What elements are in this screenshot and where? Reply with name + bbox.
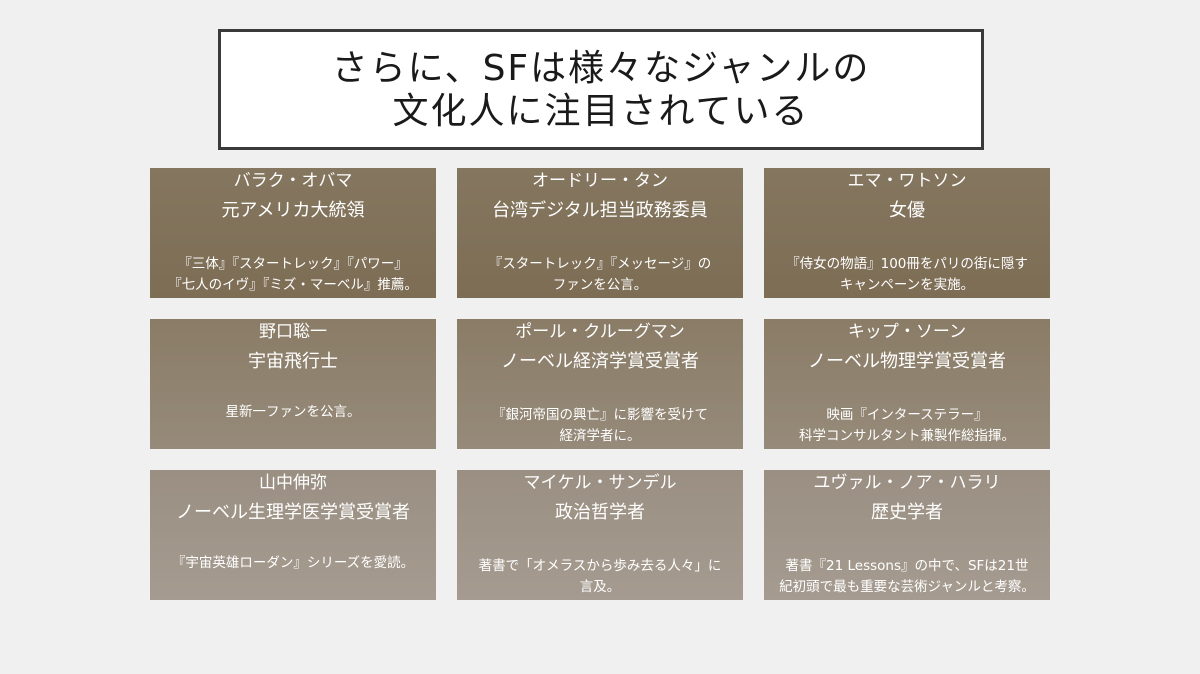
person-description: 星新一ファンを公言。 bbox=[225, 404, 361, 420]
person-name: 山中伸弥 bbox=[259, 473, 327, 493]
person-description: 『侍女の物語』100冊をパリの街に隠す キャンペーンを実施。 bbox=[786, 256, 1028, 293]
person-role: 元アメリカ大統領 bbox=[221, 200, 365, 221]
person-name: バラク・オバマ bbox=[233, 171, 353, 191]
person-name: 野口聡一 bbox=[259, 322, 327, 342]
person-card: バラク・オバマ 元アメリカ大統領 『三体』『スタートレック』『パワー』 『七人の… bbox=[150, 168, 436, 298]
person-description: 『銀河帝国の興亡』に影響を受けて 経済学者に。 bbox=[492, 407, 708, 444]
slide-title-line-1: さらに、SFは様々なジャンルの bbox=[331, 47, 871, 89]
person-role: ノーベル物理学賞受賞者 bbox=[808, 351, 1006, 372]
person-role: ノーベル経済学賞受賞者 bbox=[501, 351, 699, 372]
person-description: 映画『インターステラー』 科学コンサルタント兼製作総指揮。 bbox=[799, 407, 1015, 444]
person-card: マイケル・サンデル 政治哲学者 著書で「オメラスから歩み去る人々」に 言及。 bbox=[457, 470, 743, 600]
person-role: 政治哲学者 bbox=[555, 502, 645, 523]
person-card: エマ・ワトソン 女優 『侍女の物語』100冊をパリの街に隠す キャンペーンを実施… bbox=[764, 168, 1050, 298]
person-name: マイケル・サンデル bbox=[523, 473, 677, 493]
person-name: オードリー・タン bbox=[532, 171, 668, 191]
person-card: 野口聡一 宇宙飛行士 星新一ファンを公言。 bbox=[150, 319, 436, 449]
person-card: ユヴァル・ノア・ハラリ 歴史学者 著書『21 Lessons』の中で、SFは21… bbox=[764, 470, 1050, 600]
person-description: 著書で「オメラスから歩み去る人々」に 言及。 bbox=[478, 558, 722, 595]
person-role: 宇宙飛行士 bbox=[248, 351, 338, 372]
person-name: ポール・クルーグマン bbox=[515, 322, 685, 342]
person-card: ポール・クルーグマン ノーベル経済学賞受賞者 『銀河帝国の興亡』に影響を受けて … bbox=[457, 319, 743, 449]
person-card: 山中伸弥 ノーベル生理学医学賞受賞者 『宇宙英雄ローダン』シリーズを愛読。 bbox=[150, 470, 436, 600]
person-role: 女優 bbox=[889, 200, 925, 221]
person-description: 『スタートレック』『メッセージ』の ファンを公言。 bbox=[488, 256, 712, 293]
person-name: キップ・ソーン bbox=[847, 322, 967, 342]
person-name: エマ・ワトソン bbox=[847, 171, 967, 191]
person-description: 著書『21 Lessons』の中で、SFは21世 紀初頭で最も重要な芸術ジャンル… bbox=[779, 558, 1035, 595]
person-description: 『三体』『スタートレック』『パワー』 『七人のイヴ』『ミズ・マーベル』推薦。 bbox=[168, 256, 418, 293]
slide-title-line-2: 文化人に注目されている bbox=[392, 90, 810, 132]
person-role: ノーベル生理学医学賞受賞者 bbox=[176, 502, 410, 523]
person-card: オードリー・タン 台湾デジタル担当政務委員 『スタートレック』『メッセージ』の … bbox=[457, 168, 743, 298]
person-name: ユヴァル・ノア・ハラリ bbox=[813, 473, 1001, 493]
person-description: 『宇宙英雄ローダン』シリーズを愛読。 bbox=[171, 555, 415, 571]
person-card: キップ・ソーン ノーベル物理学賞受賞者 映画『インターステラー』 科学コンサルタ… bbox=[764, 319, 1050, 449]
person-role: 台湾デジタル担当政務委員 bbox=[492, 200, 708, 221]
person-role: 歴史学者 bbox=[871, 502, 943, 523]
slide-title: さらに、SFは様々なジャンルの 文化人に注目されている bbox=[218, 29, 984, 150]
